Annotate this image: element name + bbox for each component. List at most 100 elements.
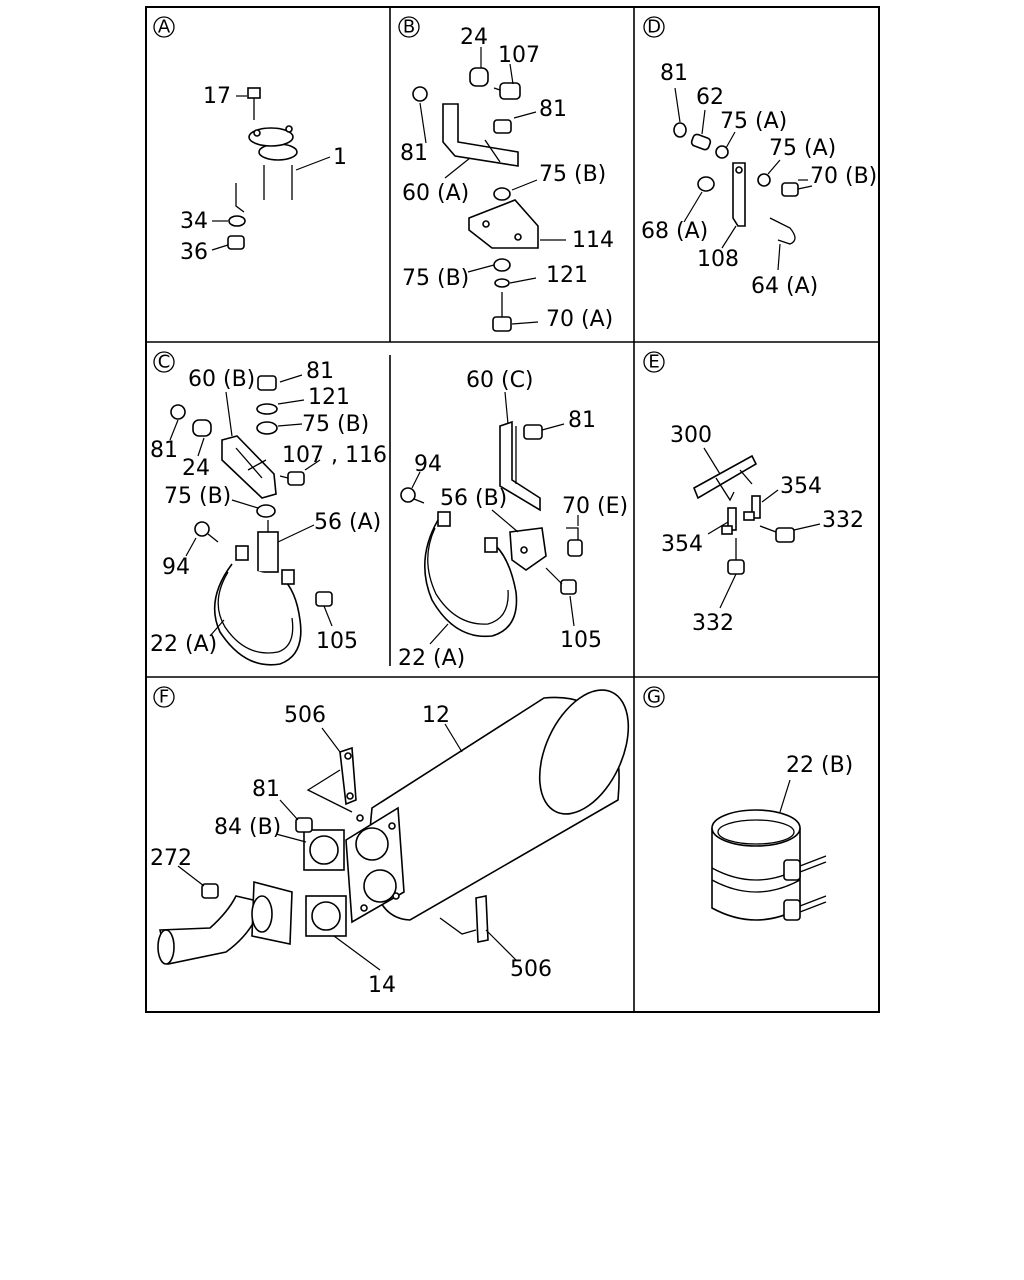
callout-label: 56 (B) <box>440 486 507 511</box>
panel-f: F <box>150 686 630 998</box>
bracket-60b-part <box>221 435 277 499</box>
callout-label: 105 <box>560 628 602 653</box>
callout-label: 354 <box>780 474 822 499</box>
callout-label: 22 (A) <box>150 632 217 657</box>
panel-letter-circle <box>643 16 665 38</box>
callout-label: 75 (A) <box>720 109 787 134</box>
bolt-107-part <box>493 82 521 100</box>
callout-label: 70 (B) <box>810 164 877 189</box>
callout-label: 81 <box>400 141 428 166</box>
callout-label: 81 <box>252 777 280 802</box>
callout-label: 22 (B) <box>786 753 853 778</box>
callout-label: 56 (A) <box>314 510 381 535</box>
bolt-70a-part <box>492 292 512 332</box>
callout-label: 60 (A) <box>402 181 469 206</box>
callout-label: 107 , 116 <box>282 443 387 468</box>
panel-letter: B <box>403 17 415 38</box>
callout-label: 12 <box>422 703 450 728</box>
panel-c: C <box>150 351 628 671</box>
bolt-70e-part <box>566 527 583 557</box>
callout-label: 81 <box>568 408 596 433</box>
diagram-frame <box>145 6 880 1013</box>
callout-label: 108 <box>697 247 739 272</box>
panel-letter: G <box>647 687 661 708</box>
exhaust-pipe-part <box>235 125 298 213</box>
callout-label: 81 <box>306 359 334 384</box>
callout-label: 70 (A) <box>546 307 613 332</box>
callout-label: 22 (A) <box>398 646 465 671</box>
muffler-12-part <box>345 689 630 924</box>
callout-label: 354 <box>661 532 703 557</box>
bolt-332-part <box>727 538 745 575</box>
nut-81-part <box>170 404 186 420</box>
panel-a: A 17 1 34 36 <box>153 16 347 265</box>
nut-272-part <box>201 883 219 899</box>
bushing-75b-part <box>493 187 511 201</box>
callout-label: 14 <box>368 973 396 998</box>
callout-label: 114 <box>572 228 614 253</box>
callout-label: 24 <box>460 25 488 50</box>
callout-label: 272 <box>150 846 192 871</box>
panel-letter-circle <box>153 16 175 38</box>
callout-label: 70 (E) <box>562 494 628 519</box>
panel-letter: A <box>158 17 171 38</box>
callout-label: 75 (B) <box>539 162 606 187</box>
callout-label: 105 <box>316 629 358 654</box>
callout-label: 1 <box>333 145 347 170</box>
panel-letter: D <box>647 17 661 38</box>
bolt-94-part <box>400 487 425 504</box>
clamp-56a-part <box>257 520 279 573</box>
panel-letter: E <box>648 352 659 373</box>
callout-label: 94 <box>414 452 442 477</box>
bushing-75b-part <box>256 421 278 435</box>
callout-label: 75 (B) <box>164 484 231 509</box>
bushing-75b-part <box>493 258 511 272</box>
callout-label: 506 <box>510 957 552 982</box>
gasket-14-part <box>303 829 347 937</box>
callout-label: 506 <box>284 703 326 728</box>
u-bolt-64a-part <box>769 217 796 245</box>
bolt-94-part <box>194 521 219 543</box>
nut-81-part <box>412 86 428 102</box>
washer-121-part <box>256 403 278 415</box>
washer-81-part <box>673 122 687 138</box>
bolt-107-116-part <box>279 471 305 486</box>
panel-letter-circle <box>643 686 665 708</box>
washer-121-part <box>494 278 510 288</box>
callout-label: 60 (C) <box>466 368 534 393</box>
callout-label: 17 <box>203 84 231 109</box>
nut-81-part <box>523 424 543 440</box>
panel-e: E 300 354 354 332 332 <box>643 351 864 636</box>
callout-label: 332 <box>822 508 864 533</box>
nut-105-part <box>560 579 577 595</box>
nut-36-part <box>227 235 245 250</box>
clamp-22b-part <box>711 809 827 921</box>
bolt-17-part <box>247 87 261 120</box>
nut-105-part <box>315 591 333 607</box>
callout-label: 24 <box>182 456 210 481</box>
panel-b: B 24 107 <box>398 16 614 332</box>
bracket-354-part <box>721 507 737 535</box>
callout-label: 332 <box>692 611 734 636</box>
nut-81-part <box>493 119 512 134</box>
clamp-56b-part <box>509 527 547 571</box>
bracket-114-part <box>468 199 539 249</box>
washer-68a-part <box>697 176 715 192</box>
callout-label: 81 <box>539 97 567 122</box>
washer-34-part <box>228 215 246 227</box>
bracket-108-part <box>732 162 746 227</box>
panel-letter-circle <box>643 351 665 373</box>
panel-letter-circle <box>398 16 420 38</box>
bushing-75b-part <box>256 504 276 518</box>
nut-81-part <box>257 375 277 391</box>
panel-letter-circle <box>153 686 175 708</box>
callout-label: 75 (B) <box>402 266 469 291</box>
callout-label: 107 <box>498 43 540 68</box>
callout-label: 60 (B) <box>188 367 255 392</box>
panel-letter: F <box>159 687 169 708</box>
inlet-pipe-part <box>157 880 293 965</box>
callout-label: 75 (A) <box>769 136 836 161</box>
callout-label: 64 (A) <box>751 274 818 299</box>
heat-shield-300-part <box>692 454 758 502</box>
